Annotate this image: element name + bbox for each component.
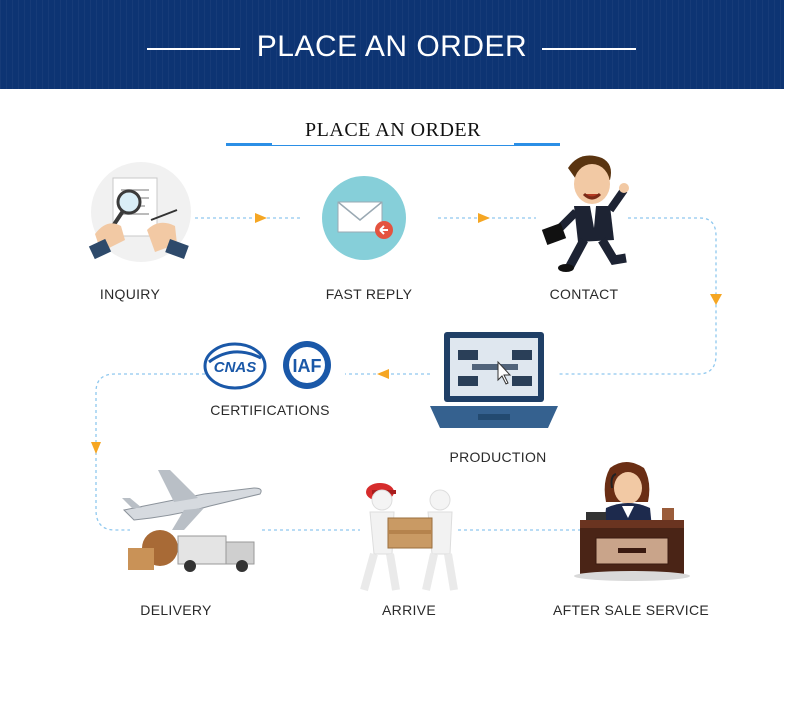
iaf-badge-text: IAF (293, 356, 322, 376)
certification-badges-icon: CNAS IAF (203, 341, 331, 390)
plane-truck-icon (122, 470, 262, 572)
step-label-after-sale-service: AFTER SALE SERVICE (552, 602, 710, 618)
arrow-down-icon (710, 294, 722, 305)
section-underline (226, 145, 560, 146)
businessman-running-icon (541, 155, 629, 272)
banner-right-rule (542, 48, 636, 50)
arrow-left-icon (377, 369, 389, 379)
iaf-badge-icon: IAF (283, 341, 331, 389)
laptop-blueprint-icon (430, 332, 558, 428)
banner-left-rule (147, 48, 240, 50)
step-label-production: PRODUCTION (449, 449, 547, 465)
box-carriers-icon (360, 483, 458, 592)
arrow-right-icon (255, 213, 267, 223)
step-label-certifications: CERTIFICATIONS (210, 402, 330, 418)
arrow-down-icon (91, 442, 101, 454)
cnas-badge-icon: CNAS (203, 342, 267, 390)
banner-title: PLACE AN ORDER (256, 30, 528, 63)
connector-cert-to-delivery (95, 373, 205, 531)
step-label-contact: CONTACT (549, 286, 619, 302)
section-underline-right-accent (514, 143, 560, 146)
step-label-inquiry: INQUIRY (99, 286, 161, 302)
magnifier-document-icon (88, 162, 191, 262)
envelope-reply-icon (322, 176, 406, 260)
section-title: PLACE AN ORDER (305, 119, 481, 141)
step-label-fast-reply: FAST REPLY (325, 286, 413, 302)
arrow-right-icon (478, 213, 490, 223)
section-underline-left-accent (226, 143, 272, 146)
service-desk-icon (574, 462, 690, 581)
step-label-arrive: ARRIVE (382, 602, 436, 618)
cnas-badge-text: CNAS (214, 359, 257, 376)
step-label-delivery: DELIVERY (140, 602, 212, 618)
header-banner: PLACE AN ORDER (0, 0, 784, 89)
